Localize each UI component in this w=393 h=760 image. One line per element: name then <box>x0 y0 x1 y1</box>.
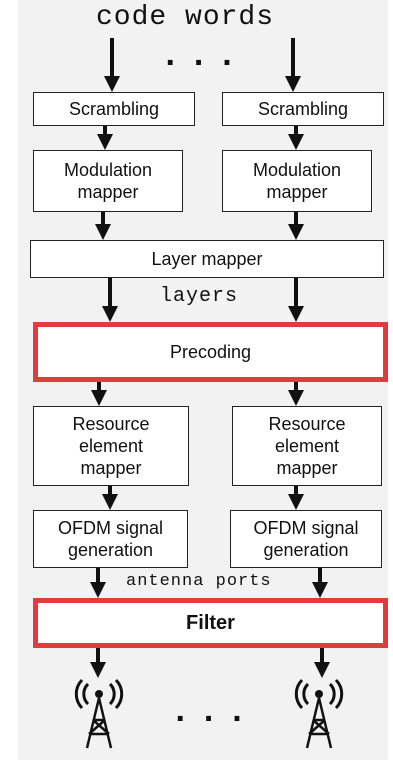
resource-element-mapper-right: Resource element mapper <box>232 406 382 486</box>
layer-mapper-block: Layer mapper <box>30 240 384 278</box>
scrambling-block-left: Scrambling <box>33 92 195 126</box>
layers-label: layers <box>160 285 239 308</box>
antenna-tower-icon <box>292 676 346 752</box>
resource-element-mapper-left: Resource element mapper <box>33 406 189 486</box>
modulation-mapper-left: Modulation mapper <box>33 150 183 212</box>
bottom-ellipsis: ... <box>170 694 256 732</box>
antenna-ports-label: antenna ports <box>126 572 272 591</box>
antenna-tower-icon <box>72 676 126 752</box>
ofdm-signal-generation-right: OFDM signal generation <box>230 510 382 568</box>
precoding-block: Precoding <box>33 322 388 382</box>
modulation-mapper-right: Modulation mapper <box>222 150 372 212</box>
ofdm-signal-generation-left: OFDM signal generation <box>33 510 188 568</box>
code-words-label: code words <box>96 2 275 33</box>
scrambling-block-right: Scrambling <box>222 92 384 126</box>
filter-block: Filter <box>33 598 388 648</box>
top-ellipsis: ... <box>160 38 246 76</box>
